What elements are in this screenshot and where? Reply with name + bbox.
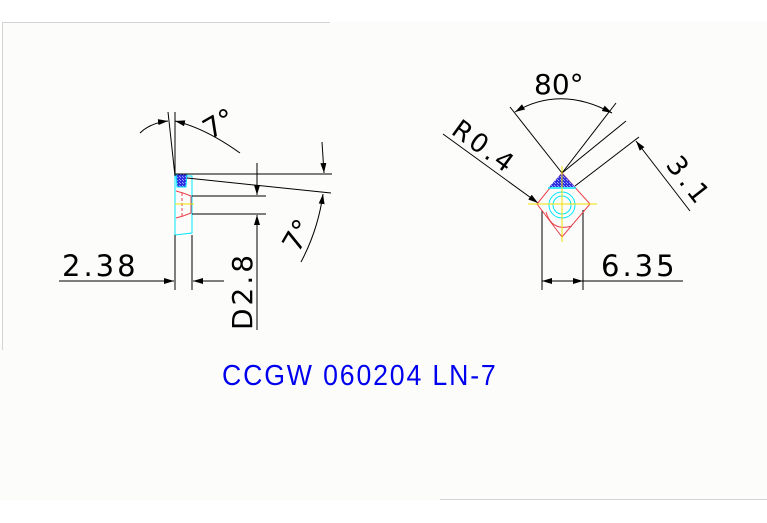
corner-angle-label: 80° <box>534 68 584 101</box>
hole-diameter-label: D2.8 <box>226 252 259 330</box>
frame-top-border <box>2 22 330 23</box>
frame-left-border <box>2 22 3 350</box>
insert-top-profile <box>528 166 597 242</box>
frame-bottom-border <box>440 499 767 500</box>
thickness-label: 2.38 <box>62 249 139 283</box>
drawing-panel-bottom <box>0 345 767 500</box>
nose-radius-label: R0.4 <box>446 114 521 180</box>
edge-length-label: 3.1 <box>659 150 717 212</box>
inscribed-circle-label: 6.35 <box>601 249 678 283</box>
part-code-title: CCGW 060204 LN-7 <box>222 360 498 392</box>
